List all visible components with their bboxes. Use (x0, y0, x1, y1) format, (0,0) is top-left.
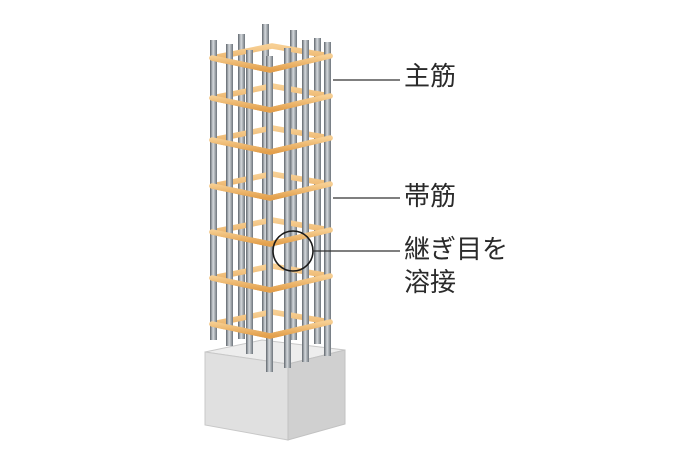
rebar (226, 44, 233, 346)
label-main-rebar: 主筋 (404, 62, 457, 92)
leader-lines (313, 79, 400, 252)
hoop-front (209, 93, 333, 113)
label-weld-line1: 継ぎ目を (404, 235, 509, 265)
hoop-front-segments (209, 53, 333, 339)
back-rebars (238, 24, 321, 344)
hoop-front (209, 53, 333, 73)
rebar (324, 42, 331, 356)
hoop-front (209, 181, 333, 201)
hoop-front (209, 135, 333, 155)
rebar (210, 40, 217, 340)
rebar (262, 24, 269, 334)
base-side-face (287, 349, 346, 441)
hoop-front (209, 319, 333, 339)
label-weld-line2: 溶接 (404, 268, 457, 298)
hoop-front (209, 227, 333, 247)
rebar (284, 48, 291, 368)
hoop-front (209, 273, 333, 293)
front-rebars (210, 40, 331, 372)
label-hoop: 帯筋 (404, 182, 457, 212)
concrete-base (204, 339, 346, 441)
base-front-face (204, 351, 289, 441)
rebar (314, 38, 321, 344)
rebar (238, 34, 245, 339)
rebar (302, 40, 309, 362)
rebar (246, 50, 253, 354)
rebar (266, 56, 273, 372)
rebar (290, 30, 297, 340)
